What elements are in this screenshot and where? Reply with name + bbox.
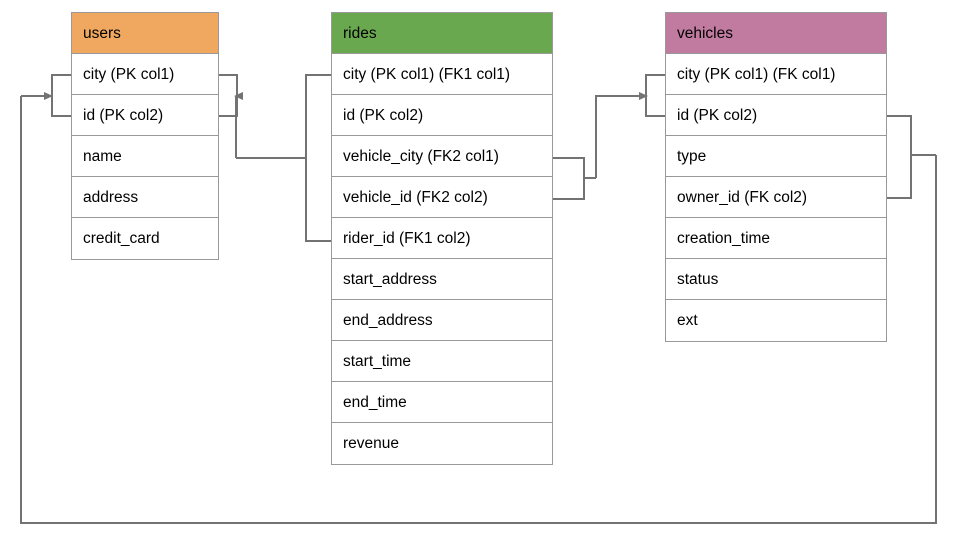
table-rides-header: rides	[332, 13, 552, 54]
table-users-row-address[interactable]: address	[72, 177, 218, 218]
table-vehicles-row-status[interactable]: status	[666, 259, 886, 300]
table-users-row-id[interactable]: id (PK col2)	[72, 95, 218, 136]
table-vehicles-row-type[interactable]: type	[666, 136, 886, 177]
table-vehicles-row-id[interactable]: id (PK col2)	[666, 95, 886, 136]
table-rides-row-end-time[interactable]: end_time	[332, 382, 552, 423]
table-users-title: users	[83, 25, 121, 42]
table-rides-row-start-address[interactable]: start_address	[332, 259, 552, 300]
table-rides-row-rider-id[interactable]: rider_id (FK1 col2)	[332, 218, 552, 259]
table-rides-row-end-address[interactable]: end_address	[332, 300, 552, 341]
table-users-header: users	[72, 13, 218, 54]
table-vehicles-row-owner-id[interactable]: owner_id (FK col2)	[666, 177, 886, 218]
table-rides-row-vehicle-id[interactable]: vehicle_id (FK2 col2)	[332, 177, 552, 218]
table-vehicles[interactable]: vehicles city (PK col1) (FK col1) id (PK…	[665, 12, 887, 342]
table-rides-row-id[interactable]: id (PK col2)	[332, 95, 552, 136]
table-users[interactable]: users city (PK col1) id (PK col2) name a…	[71, 12, 219, 260]
table-rides[interactable]: rides city (PK col1) (FK1 col1) id (PK c…	[331, 12, 553, 465]
table-vehicles-row-city[interactable]: city (PK col1) (FK col1)	[666, 54, 886, 95]
connector-rides-fk1-to-users	[219, 74, 331, 242]
table-vehicles-header: vehicles	[666, 13, 886, 54]
table-vehicles-row-creation-time[interactable]: creation_time	[666, 218, 886, 259]
table-users-row-name[interactable]: name	[72, 136, 218, 177]
table-users-row-credit-card[interactable]: credit_card	[83, 230, 160, 247]
table-rides-row-vehicle-city[interactable]: vehicle_city (FK2 col1)	[332, 136, 552, 177]
table-rides-row-city[interactable]: city (PK col1) (FK1 col1)	[332, 54, 552, 95]
table-users-row-city[interactable]: city (PK col1)	[72, 54, 218, 95]
table-vehicles-row-ext[interactable]: ext	[677, 312, 698, 329]
table-rides-title: rides	[343, 25, 377, 42]
table-rides-row-start-time[interactable]: start_time	[332, 341, 552, 382]
connector-rides-fk2-to-vehicles	[553, 74, 665, 200]
table-vehicles-title: vehicles	[677, 25, 733, 42]
table-rides-row-revenue[interactable]: revenue	[343, 435, 400, 452]
